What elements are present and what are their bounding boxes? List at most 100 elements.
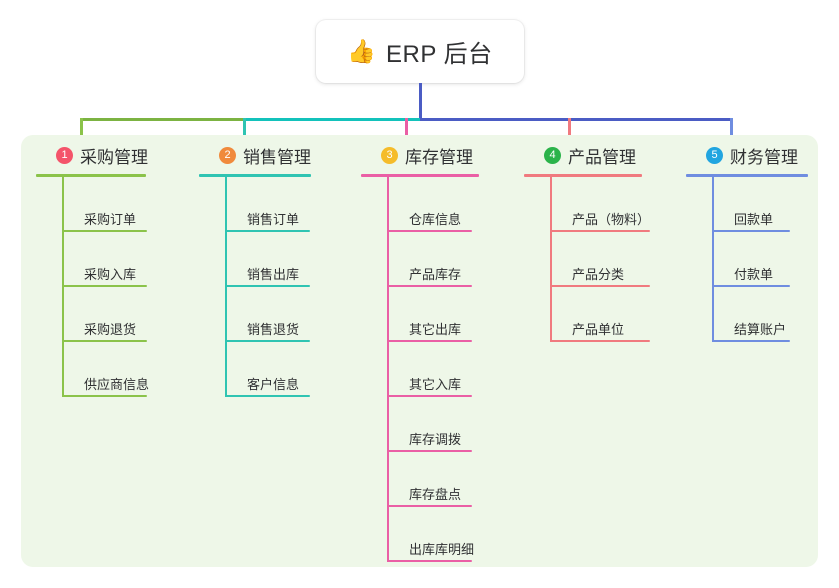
leaf-item-rule: [712, 285, 790, 287]
column-header-rule-2: [199, 174, 311, 177]
column-header-rule-4: [524, 174, 642, 177]
leaf-item-rule: [225, 285, 310, 287]
column-badge-2: 2: [219, 146, 236, 164]
leaf-item-rule: [225, 340, 310, 342]
leaf-item-label: 采购入库: [84, 267, 137, 282]
column-spine-5: [712, 177, 714, 342]
leaf-item[interactable]: 采购入库: [62, 232, 149, 287]
leaf-item-label: 其它入库: [409, 377, 462, 392]
connector-drop-5: [730, 118, 733, 140]
thumbs-up-icon: 👍: [347, 38, 377, 64]
leaf-item-rule: [387, 450, 472, 452]
leaf-item-label: 库存盘点: [409, 487, 462, 502]
leaf-item-label: 采购订单: [84, 212, 137, 227]
column-title-4: 产品管理: [568, 147, 636, 167]
leaf-item-label: 客户信息: [247, 377, 300, 392]
leaf-item[interactable]: 采购退货: [62, 287, 149, 342]
column-header-3[interactable]: 3 库存管理: [361, 142, 479, 168]
column-title-3: 库存管理: [405, 147, 473, 167]
leaf-item-label: 结算账户: [734, 322, 787, 337]
column-badge-1: 1: [56, 146, 73, 164]
leaf-item-rule: [62, 395, 147, 397]
leaf-item-label: 产品分类: [572, 267, 625, 282]
leaf-item-rule: [387, 560, 472, 562]
leaf-item-rule: [62, 340, 147, 342]
column-header-rule-3: [361, 174, 479, 177]
leaf-item-rule: [387, 340, 472, 342]
leaf-item[interactable]: 供应商信息: [62, 342, 149, 397]
column-items-3: 仓库信息产品库存其它出库其它入库库存调拨库存盘点出库库明细: [387, 177, 479, 562]
column-badge-5: 5: [706, 146, 723, 164]
leaf-item-rule: [387, 505, 472, 507]
connector-drop-3: [405, 118, 408, 140]
leaf-item-label: 供应商信息: [84, 377, 150, 392]
leaf-item[interactable]: 回款单: [712, 177, 808, 232]
leaf-item[interactable]: 库存盘点: [387, 452, 479, 507]
leaf-item[interactable]: 付款单: [712, 232, 808, 287]
column-items-4: 产品（物料） 产品分类产品单位: [550, 177, 650, 342]
leaf-item-label: 产品单位: [572, 322, 625, 337]
column-header-rule-5: [686, 174, 808, 177]
leaf-item[interactable]: 其它入库: [387, 342, 479, 397]
leaf-item-label: 其它出库: [409, 322, 462, 337]
column-2: 2 销售管理销售订单销售出库销售退货客户信息: [199, 142, 311, 397]
leaf-item[interactable]: 其它出库: [387, 287, 479, 342]
leaf-item-label: 回款单: [734, 212, 774, 227]
leaf-item-rule: [550, 340, 650, 342]
leaf-item-rule: [387, 395, 472, 397]
column-badge-3: 3: [381, 146, 398, 164]
leaf-item[interactable]: 产品（物料）: [550, 177, 650, 232]
leaf-item[interactable]: 库存调拨: [387, 397, 479, 452]
leaf-item[interactable]: 销售出库: [225, 232, 311, 287]
leaf-item[interactable]: 销售订单: [225, 177, 311, 232]
connector-bus-segment-1: [80, 118, 246, 121]
leaf-item-rule: [62, 285, 147, 287]
leaf-item-rule: [550, 285, 650, 287]
leaf-item[interactable]: 产品单位: [550, 287, 650, 342]
leaf-item-rule: [712, 230, 790, 232]
column-3: 3 库存管理仓库信息产品库存其它出库其它入库库存调拨库存盘点出库库明细: [361, 142, 479, 562]
leaf-item-label: 采购退货: [84, 322, 137, 337]
connector-bus-segment-2: [243, 118, 423, 121]
leaf-item-label: 库存调拨: [409, 432, 462, 447]
diagram-panel: [21, 135, 818, 567]
column-items-1: 采购订单采购入库采购退货供应商信息: [62, 177, 149, 397]
column-items-2: 销售订单销售出库销售退货客户信息: [225, 177, 311, 397]
leaf-item-label: 销售退货: [247, 322, 300, 337]
leaf-item[interactable]: 产品库存: [387, 232, 479, 287]
column-title-2: 销售管理: [243, 147, 311, 167]
connector-bus-segment-3: [420, 118, 733, 121]
leaf-item[interactable]: 采购订单: [62, 177, 149, 232]
leaf-item-label: 出库库明细: [409, 542, 475, 557]
leaf-item-label: 产品库存: [409, 267, 462, 282]
leaf-item-label: 销售出库: [247, 267, 300, 282]
column-spine-3: [387, 177, 389, 562]
leaf-item[interactable]: 仓库信息: [387, 177, 479, 232]
leaf-item-rule: [712, 340, 790, 342]
leaf-item-rule: [62, 230, 147, 232]
leaf-item[interactable]: 产品分类: [550, 232, 650, 287]
leaf-item[interactable]: 结算账户: [712, 287, 808, 342]
leaf-item-label: 产品（物料）: [572, 212, 651, 227]
leaf-item-rule: [225, 230, 310, 232]
connector-trunk: [419, 83, 422, 121]
leaf-item[interactable]: 销售退货: [225, 287, 311, 342]
leaf-item-rule: [225, 395, 310, 397]
column-items-5: 回款单付款单结算账户: [712, 177, 808, 342]
connector-drop-1: [80, 118, 83, 140]
leaf-item-rule: [387, 230, 472, 232]
leaf-item-label: 销售订单: [247, 212, 300, 227]
leaf-item[interactable]: 出库库明细: [387, 507, 479, 562]
leaf-item[interactable]: 客户信息: [225, 342, 311, 397]
column-header-2[interactable]: 2 销售管理: [199, 142, 311, 168]
column-spine-4: [550, 177, 552, 342]
leaf-item-label: 仓库信息: [409, 212, 462, 227]
root-node[interactable]: 👍 ERP 后台: [316, 20, 524, 83]
leaf-item-label: 付款单: [734, 267, 774, 282]
column-spine-1: [62, 177, 64, 397]
